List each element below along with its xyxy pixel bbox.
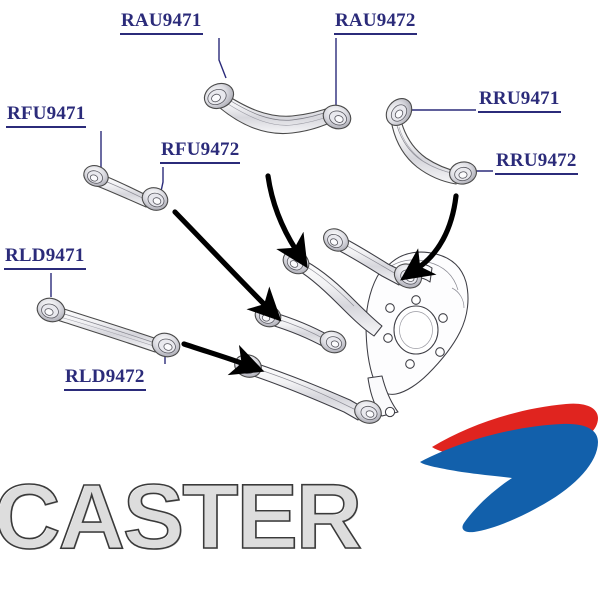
bushing-rfu-right	[141, 187, 169, 211]
arrow-rld-to-assembly	[181, 341, 265, 376]
bushing-rld-right	[151, 332, 181, 358]
brand-logo: CASTER	[0, 465, 470, 569]
bushing-rau-right	[322, 104, 352, 130]
part-label-rfu9472[interactable]: RFU9472	[160, 139, 241, 164]
arrow-rfu-to-assembly	[172, 209, 282, 322]
callout-arrows	[172, 173, 459, 376]
bushing-rld-left	[36, 297, 66, 323]
bushing-rru-lower	[449, 161, 477, 185]
brand-wordmark: CASTER	[0, 465, 363, 569]
bushing-rau-left	[203, 82, 235, 110]
bushing-rru-upper	[385, 98, 413, 126]
bushing-assembly-lower-arm-right	[354, 400, 382, 424]
leader-lines	[50, 38, 493, 364]
assembly-camber-arm	[293, 257, 383, 337]
part-label-rru9472[interactable]: RRU9472	[495, 150, 578, 175]
bushing-assembly-upper-arm-left	[323, 228, 349, 252]
leader-rau9471	[218, 38, 227, 79]
part-label-rau9472[interactable]: RAU9472	[334, 10, 417, 35]
arrow-rau-to-assembly	[265, 173, 308, 269]
hub-bore	[393, 305, 439, 355]
part-label-rru9471[interactable]: RRU9471	[478, 88, 561, 113]
logo-swoosh	[420, 403, 598, 533]
assembly-lower-arm	[247, 361, 365, 421]
part-rru9471-rru9472-arm	[385, 98, 477, 185]
bushing-assembly-toe-link-right	[319, 330, 347, 354]
swoosh-blue	[420, 423, 598, 533]
bushing-rfu-left	[83, 165, 109, 187]
part-rfu9471-rfu9472-link	[83, 165, 169, 211]
arrow-rru-to-assembly	[400, 193, 459, 281]
part-label-rld9471[interactable]: RLD9471	[4, 245, 86, 270]
part-rau9471-rau9472-arm	[203, 82, 352, 135]
part-label-rld9472[interactable]: RLD9472	[64, 366, 146, 391]
part-rld9471-rld9472-arm	[36, 297, 181, 358]
part-label-rfu9471[interactable]: RFU9471	[6, 103, 87, 128]
part-label-rau9471[interactable]: RAU9471	[120, 10, 203, 35]
